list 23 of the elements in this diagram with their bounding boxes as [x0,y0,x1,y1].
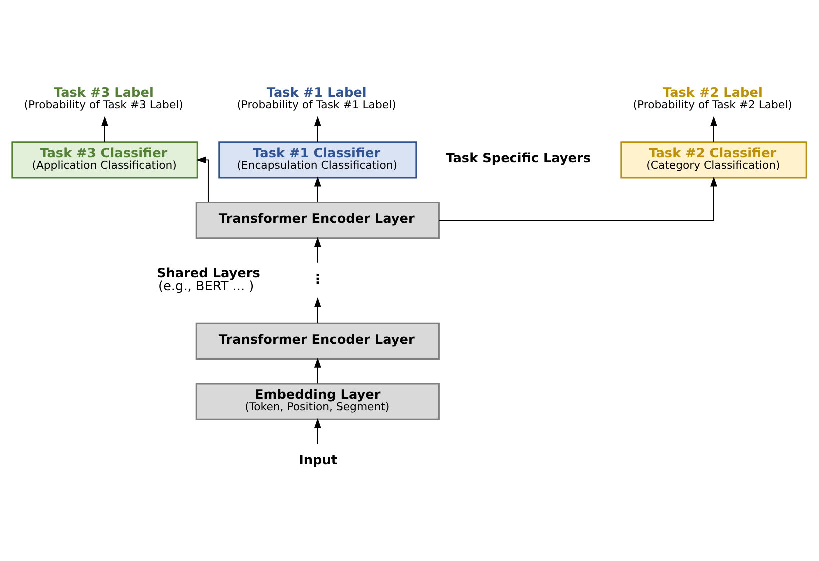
node-text: Task #2 Label (Probability of Task #2 Label) [633,86,792,111]
node-text: ⋮ [311,272,324,287]
arrow [314,358,322,384]
node-box: Task #2 Classifier (Category Classification) [620,141,808,178]
label: Shared Layers [156,266,260,281]
node-box: Transformer Encoder Layer [196,202,440,239]
node-box: Embedding Layer (Token, Position, Segment) [196,382,440,420]
arrow [196,156,209,202]
node-text: Task #3 Label (Probability of Task #3 Label) [24,86,184,111]
arrow [314,297,322,324]
arrow [314,176,322,202]
arrow [314,236,322,263]
arrow [102,116,108,142]
node-text: Input [299,453,338,468]
label: Task Specific Layers [446,151,592,166]
arrow [314,116,322,142]
node-box: Task #1 Classifier (Encapsulation Classification) [218,141,418,178]
node-text: Task #1 Label (Probability of Task #1 Label) [237,86,396,111]
arrow [710,116,718,142]
arrow [438,176,718,221]
arrow [314,418,322,444]
node-box: Transformer Encoder Layer [196,322,440,360]
node-box: Task #3 Classifier (Application Classification) [12,141,198,178]
